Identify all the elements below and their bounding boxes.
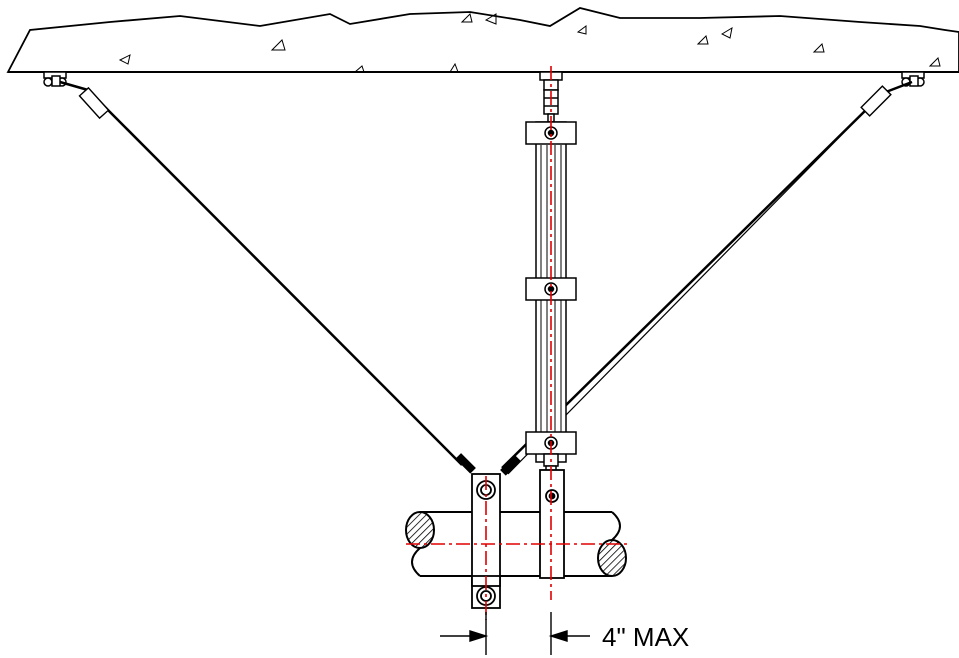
right-turnbuckle — [860, 85, 892, 117]
aggregate-triangles — [118, 13, 941, 73]
right-cable-ferrule — [500, 455, 521, 476]
hanger-pipe-clamp — [539, 469, 565, 579]
hex-nut-icon — [909, 75, 919, 87]
dimension-label: 4" MAX — [602, 622, 689, 652]
strut-clamp-top — [525, 121, 577, 145]
hex-nut-icon — [51, 75, 61, 87]
pipe-end-left-hatch — [405, 511, 435, 549]
arrow-right-icon — [469, 630, 489, 642]
left-turnbuckle — [78, 86, 110, 120]
left-brace-cable — [59, 80, 476, 474]
arrow-left-icon — [548, 630, 568, 642]
pipe-end-right-hatch — [597, 539, 627, 577]
dimension-4in-max — [440, 612, 590, 655]
centerlines — [406, 66, 628, 620]
strut-clamp-middle — [525, 277, 577, 301]
concrete-slab — [6, 7, 959, 73]
left-cable-ferrule — [455, 453, 476, 474]
